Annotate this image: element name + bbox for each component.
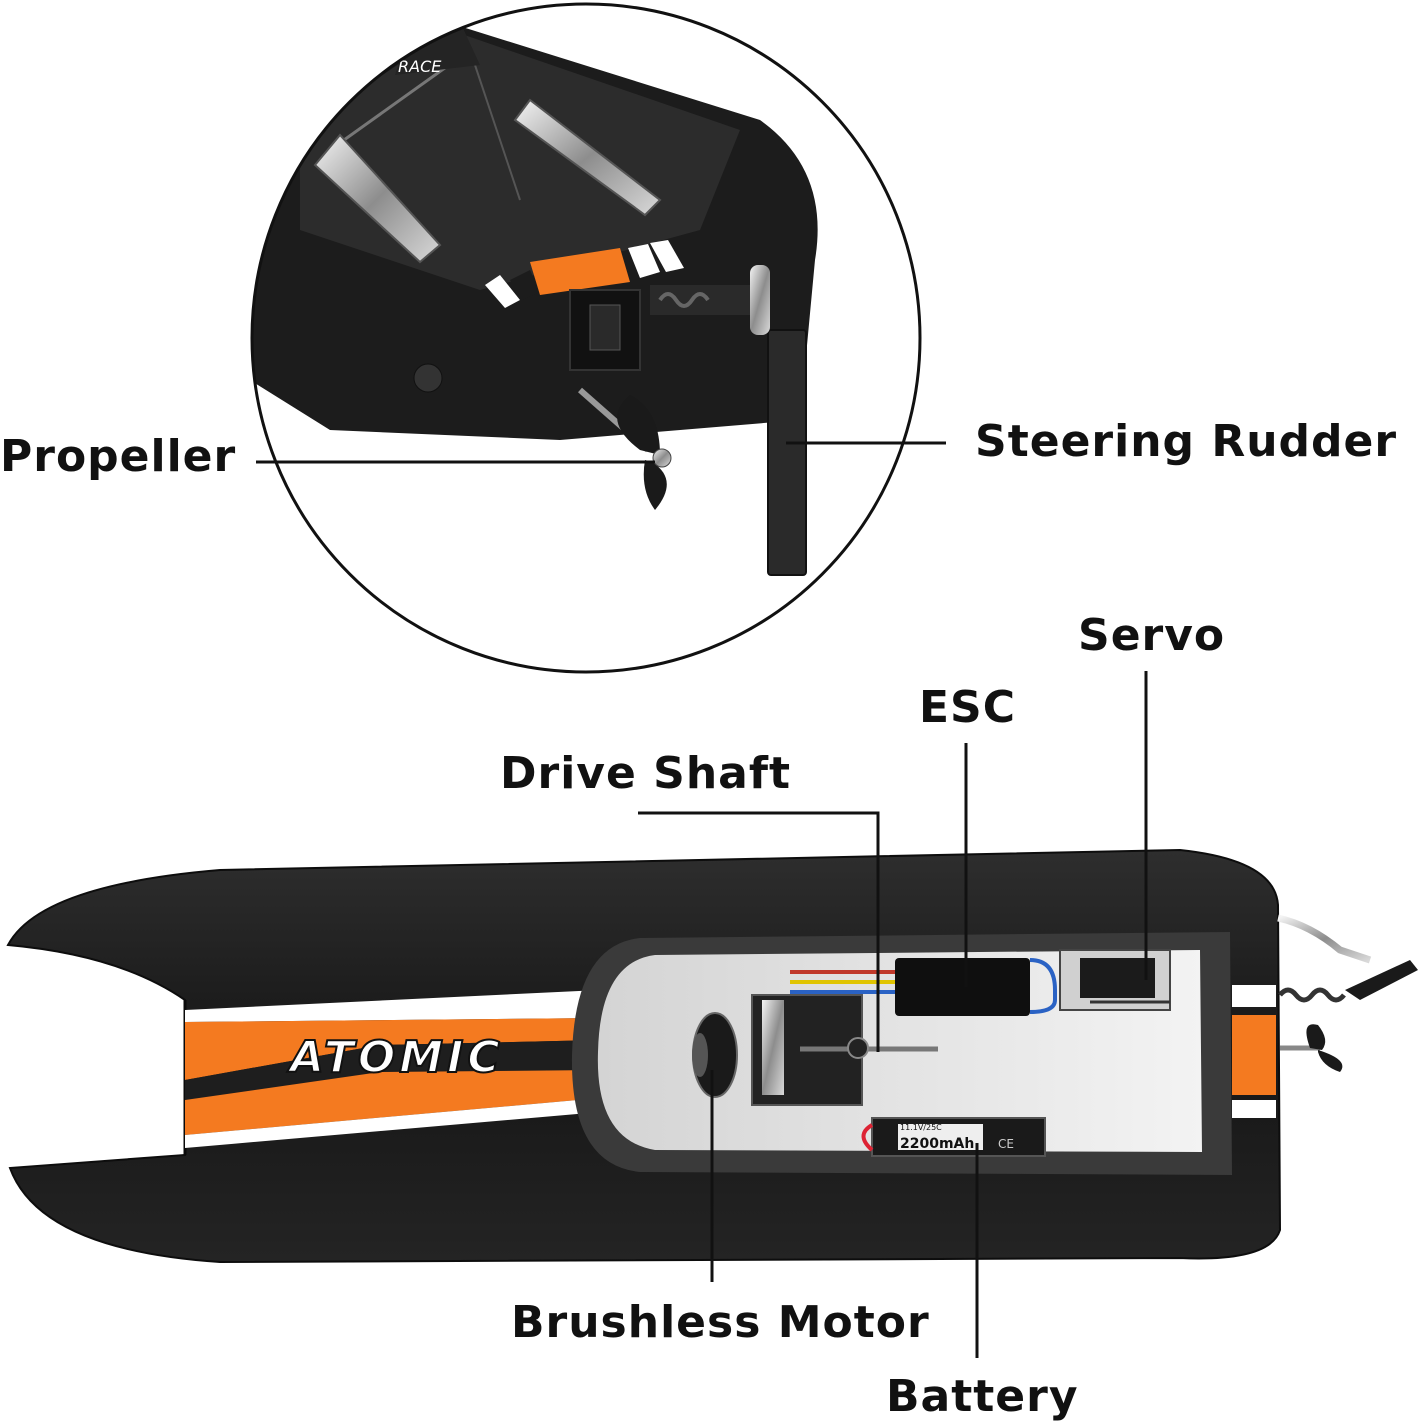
propeller-blades [617, 395, 672, 510]
label-servo: Servo [1078, 610, 1226, 661]
label-battery: Battery [886, 1371, 1079, 1422]
brushless-motor-unit [692, 994, 863, 1106]
steering-rudder [767, 329, 807, 576]
chrome-strake-right [513, 98, 662, 217]
label-propeller: Propeller [0, 431, 237, 482]
esc-unit [895, 958, 1030, 1016]
battery-capacity-text: 2200mAh [900, 1136, 974, 1152]
label-esc: ESC [919, 682, 1017, 733]
label-brushless-motor: Brushless Motor [511, 1297, 930, 1348]
servo-unit [1059, 949, 1171, 1011]
stern-stripe [485, 240, 684, 308]
chrome-strake-left [313, 133, 442, 264]
boat-brand-text: ATOMIC [287, 1032, 504, 1083]
boat-top-view: ATOMIC 11.1V/25C 220 [6, 848, 1418, 1264]
battery-pack: 11.1V/25C 2200mAh CE [861, 1117, 1046, 1157]
battery-spec-text: 11.1V/25C [900, 1123, 942, 1132]
label-drive-shaft: Drive Shaft [500, 748, 792, 799]
battery-ce-mark: CE [998, 1137, 1014, 1151]
stern-rail [1277, 914, 1372, 964]
callout-lines [256, 441, 1148, 1358]
propeller-top-view [1280, 1024, 1343, 1072]
hull-graphics [185, 985, 1276, 1148]
zoom-detail-circle: RACE [250, 2, 922, 674]
rudder-top-view [1345, 960, 1418, 1000]
rear-badge-text: RACE [398, 57, 442, 76]
label-steering-rudder: Steering Rudder [975, 416, 1398, 467]
drive-shaft-leader [638, 811, 880, 1052]
